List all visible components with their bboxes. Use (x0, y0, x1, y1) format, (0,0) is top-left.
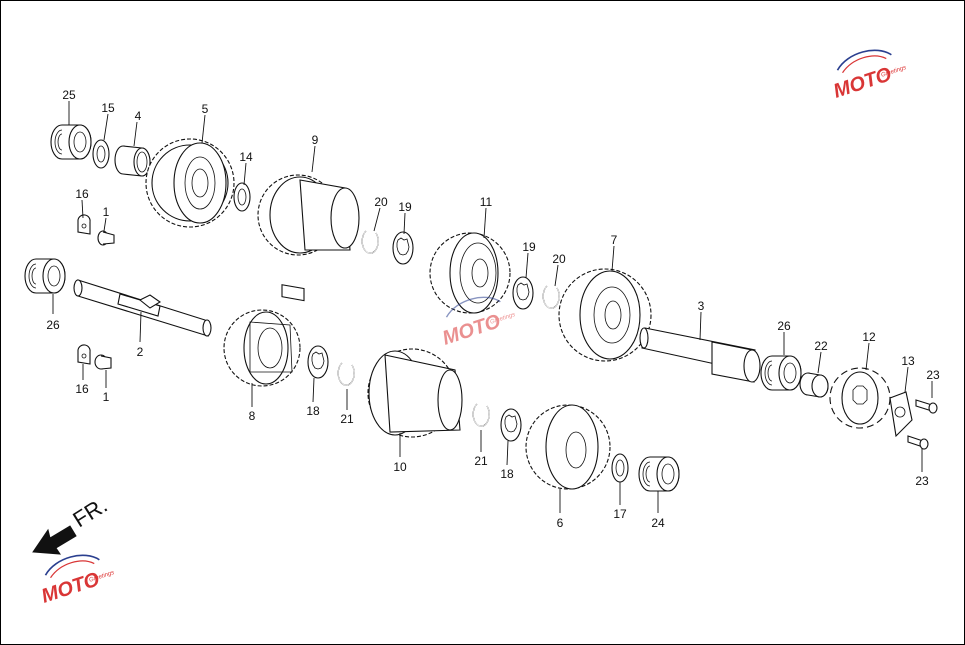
label-21a: 21 (340, 412, 354, 426)
bearing-26b (760, 355, 802, 391)
label-1a: 1 (103, 205, 110, 219)
label-19b: 19 (522, 240, 536, 254)
circlip-21b (472, 403, 490, 427)
spline-washer-19b (512, 276, 534, 310)
label-20a: 20 (374, 195, 388, 209)
circlip-20b (542, 285, 560, 309)
part-labels: 25 15 4 5 14 9 20 19 11 19 20 7 16 1 26 … (46, 88, 940, 530)
watermark-bottom-left: MOTO Greetings (39, 554, 115, 608)
bolt-23a (915, 399, 938, 414)
label-24: 24 (651, 516, 665, 530)
label-18b: 18 (500, 467, 514, 481)
sprocket-12 (829, 367, 891, 429)
gear-8 (223, 309, 301, 387)
label-18a: 18 (306, 404, 320, 418)
plate-16a (77, 214, 91, 235)
bolt-1a (97, 230, 115, 246)
label-15: 15 (101, 101, 115, 115)
label-17: 17 (613, 507, 627, 521)
bearing-24 (638, 456, 680, 492)
bearing-25 (50, 124, 92, 160)
label-8: 8 (249, 409, 256, 423)
gear-9 (257, 174, 360, 302)
label-23a: 23 (926, 368, 940, 382)
gear-11 (429, 232, 511, 314)
front-direction-indicator: FR. (32, 492, 112, 555)
arrow-icon (32, 525, 77, 555)
label-16a: 16 (75, 187, 89, 201)
watermark-text: MOTO (440, 310, 504, 349)
label-3: 3 (698, 299, 705, 313)
collar-22 (799, 372, 829, 398)
watermark-text: MOTO (39, 568, 103, 607)
bearing-26a (24, 258, 66, 294)
washer-17 (611, 453, 629, 483)
leader-lines (52, 101, 933, 513)
front-label: FR. (68, 492, 111, 532)
label-2: 2 (137, 345, 144, 359)
label-10: 10 (393, 460, 407, 474)
label-26b: 26 (777, 319, 791, 333)
label-5: 5 (202, 102, 209, 116)
label-11: 11 (480, 195, 493, 209)
spline-washer-19a (392, 231, 414, 265)
label-16b: 16 (75, 382, 89, 396)
label-26a: 26 (46, 318, 60, 332)
plate-16b (77, 344, 91, 365)
label-12: 12 (862, 330, 876, 344)
gear-10 (367, 348, 463, 438)
label-20b: 20 (552, 252, 566, 266)
watermark-text: MOTO (831, 63, 895, 102)
label-4: 4 (135, 109, 142, 123)
label-25: 25 (62, 88, 76, 102)
label-22: 22 (814, 339, 828, 353)
label-13: 13 (901, 354, 915, 368)
spline-washer-18a (307, 345, 329, 379)
spline-washer-18b (500, 408, 522, 442)
washer-15 (92, 139, 110, 169)
label-14: 14 (239, 150, 253, 164)
label-7: 7 (611, 233, 618, 247)
mainshaft-2 (73, 279, 212, 337)
label-6: 6 (557, 516, 564, 530)
gear-6 (525, 404, 611, 490)
watermark-top-right: MOTO Greetings (831, 49, 907, 103)
gear-7 (558, 268, 652, 362)
circlip-20a (361, 230, 379, 254)
plate-13 (889, 391, 913, 438)
countershaft-3 (639, 327, 761, 383)
label-9: 9 (312, 133, 319, 147)
bolt-1b (94, 354, 112, 370)
bolt-23b (907, 435, 929, 450)
bushing-4 (114, 145, 151, 177)
gear-5 (145, 138, 235, 228)
washer-14 (233, 182, 251, 212)
label-19a: 19 (398, 200, 412, 214)
circlip-21a (337, 362, 355, 386)
label-21b: 21 (474, 454, 488, 468)
label-1b: 1 (103, 390, 110, 404)
label-23b: 23 (915, 474, 929, 488)
